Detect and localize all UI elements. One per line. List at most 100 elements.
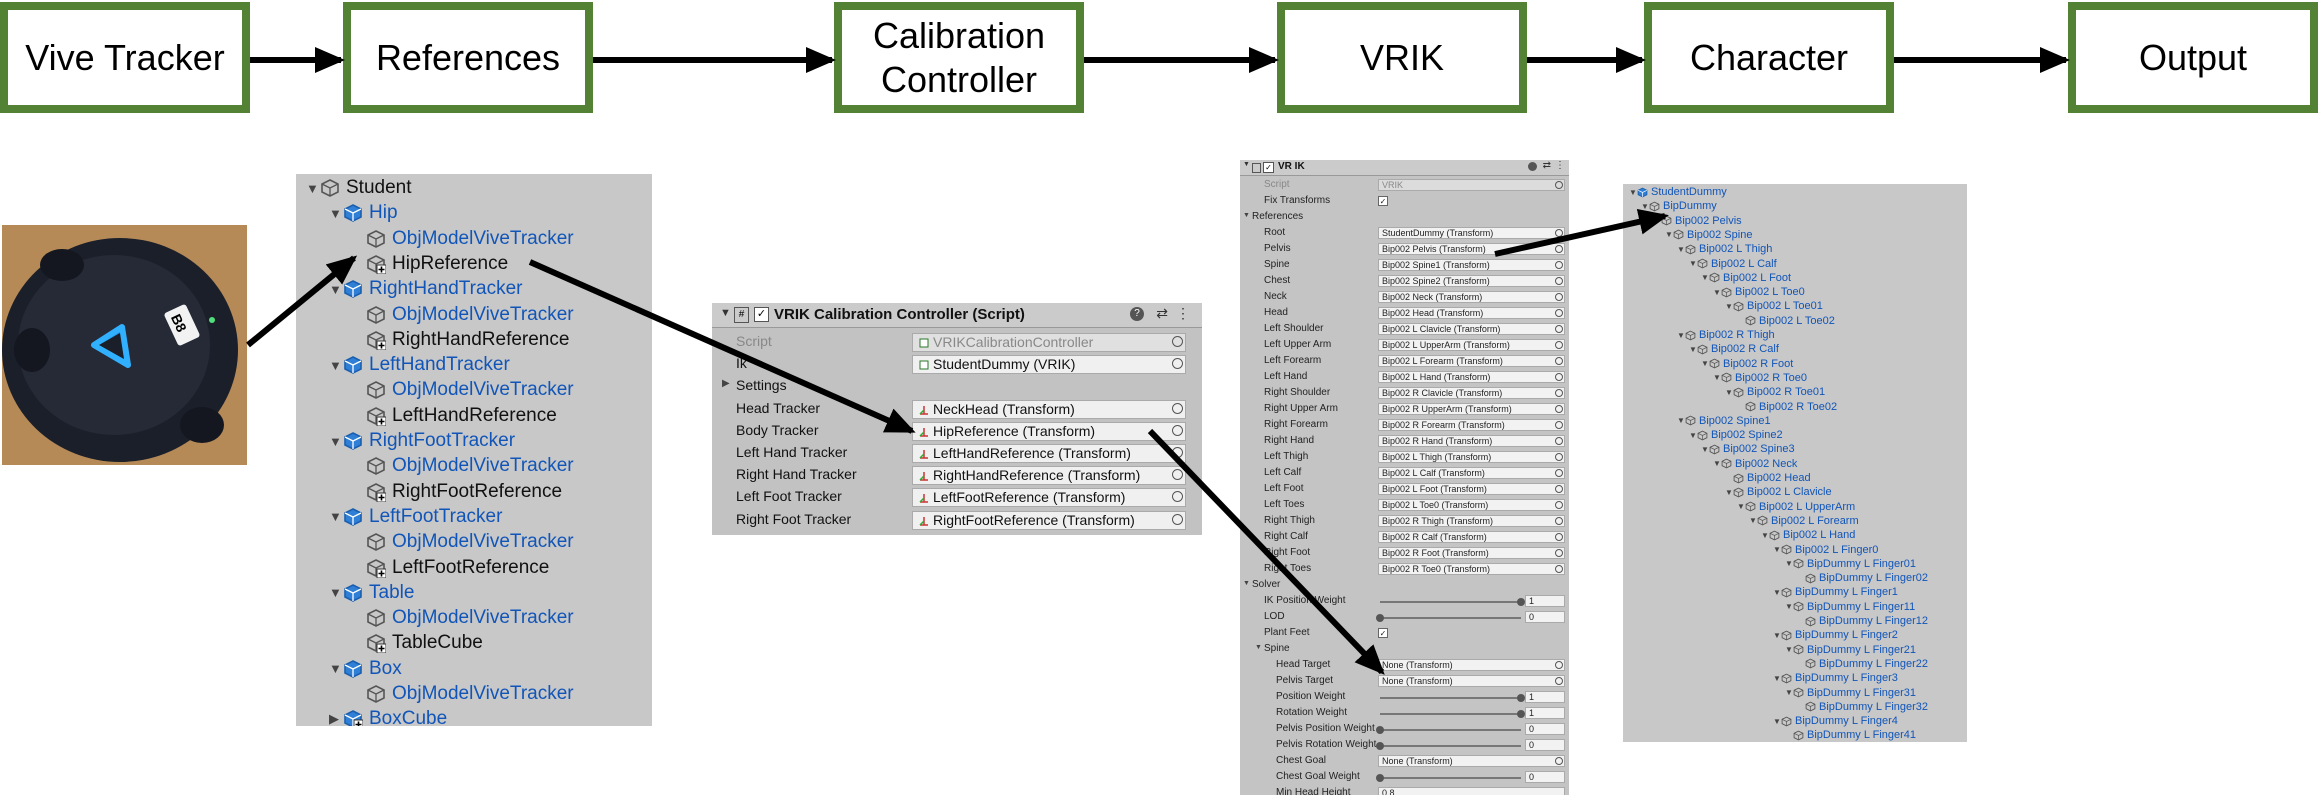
slider-track[interactable] [1376, 726, 1521, 734]
hierarchy-item[interactable]: HipReference [352, 253, 508, 275]
object-field[interactable]: StudentDummy (Transform) [1378, 227, 1565, 239]
foldout-arrow-icon[interactable]: ▼ [1243, 161, 1250, 168]
slider-thumb[interactable] [1517, 694, 1525, 702]
foldout-arrow-icon[interactable]: ▼ [1255, 644, 1262, 651]
object-field[interactable]: Bip002 R Clavicle (Transform) [1378, 387, 1565, 399]
vrik-component-header[interactable]: ▼ ✓ VR IK ⇄ ⋮ [1240, 160, 1569, 176]
object-picker-icon[interactable] [1555, 261, 1563, 269]
object-picker-icon[interactable] [1172, 491, 1183, 503]
skeleton-bone-item[interactable]: ▼BipDummy L Finger3 [1773, 672, 1898, 684]
component-header[interactable]: ▼ # ✓ VRIK Calibration Controller (Scrip… [712, 303, 1202, 328]
object-picker-icon[interactable] [1555, 325, 1563, 333]
skeleton-bone-item[interactable]: ▼Bip002 L Foot [1701, 272, 1791, 284]
object-picker-icon[interactable] [1555, 389, 1563, 397]
object-picker-icon[interactable] [1172, 402, 1183, 414]
expanded-triangle-icon[interactable]: ▼ [1701, 273, 1709, 283]
object-picker-icon[interactable] [1555, 405, 1563, 413]
skeleton-bone-item[interactable]: ▼BipDummy L Finger21 [1785, 644, 1916, 656]
object-picker-icon[interactable] [1555, 677, 1563, 685]
object-picker-icon[interactable] [1172, 447, 1183, 458]
object-picker-icon[interactable] [1555, 565, 1563, 573]
object-field[interactable]: Bip002 R UpperArm (Transform) [1378, 403, 1565, 415]
slider-track[interactable] [1376, 614, 1521, 622]
expanded-triangle-icon[interactable]: ▼ [1701, 359, 1709, 369]
slider-value-field[interactable]: 0 [1525, 739, 1565, 751]
skeleton-bone-item[interactable]: ▼Bip002 R Calf [1689, 343, 1779, 355]
preset-icon[interactable]: ⇄ [1156, 305, 1168, 321]
slider-value-field[interactable]: 0 [1525, 771, 1565, 783]
skeleton-bone-item[interactable]: ▼Bip002 Spine2 [1689, 429, 1783, 441]
object-picker-icon[interactable] [1555, 517, 1563, 525]
expanded-triangle-icon[interactable]: ▼ [329, 281, 342, 297]
slider-value-field[interactable]: 1 [1525, 691, 1565, 703]
expanded-triangle-icon[interactable]: ▼ [1677, 244, 1685, 254]
skeleton-bone-item[interactable]: Bip002 Head [1725, 472, 1811, 484]
expanded-triangle-icon[interactable]: ▼ [329, 433, 342, 449]
object-field[interactable]: VRIKCalibrationController [912, 333, 1186, 352]
skeleton-bone-item[interactable]: ▼BipDummy L Finger2 [1773, 629, 1898, 641]
skeleton-bone-item[interactable]: Bip002 R Toe02 [1737, 401, 1837, 413]
slider-track[interactable] [1380, 598, 1525, 606]
expanded-triangle-icon[interactable]: ▼ [1761, 530, 1769, 540]
expanded-triangle-icon[interactable]: ▼ [1713, 373, 1721, 383]
object-field[interactable]: Bip002 Pelvis (Transform) [1378, 243, 1565, 255]
object-field[interactable]: Bip002 R Toe0 (Transform) [1378, 563, 1565, 575]
object-field[interactable]: Bip002 L Forearm (Transform) [1378, 355, 1565, 367]
expanded-triangle-icon[interactable]: ▼ [1749, 516, 1757, 526]
slider-thumb[interactable] [1376, 774, 1384, 782]
object-picker-icon[interactable] [1172, 469, 1183, 481]
hierarchy-item[interactable]: ObjModelViveTracker [352, 304, 574, 326]
object-field[interactable]: Bip002 Neck (Transform) [1378, 291, 1565, 303]
object-field[interactable]: Bip002 Head (Transform) [1378, 307, 1565, 319]
expanded-triangle-icon[interactable]: ▼ [1713, 459, 1721, 469]
object-field[interactable]: Bip002 R Hand (Transform) [1378, 435, 1565, 447]
object-picker-icon[interactable] [1555, 533, 1563, 541]
skeleton-bone-item[interactable]: ▼Bip002 L UpperArm [1737, 501, 1855, 513]
slider-value-field[interactable]: 0 [1525, 611, 1565, 623]
object-field[interactable]: Bip002 L Hand (Transform) [1378, 371, 1565, 383]
expanded-triangle-icon[interactable]: ▼ [329, 205, 342, 221]
hierarchy-item[interactable]: TableCube [352, 632, 483, 654]
object-field[interactable]: VRIK [1378, 179, 1565, 191]
skeleton-bone-item[interactable]: ▼Bip002 L Toe0 [1713, 286, 1805, 298]
object-field[interactable]: Bip002 R Foot (Transform) [1378, 547, 1565, 559]
object-field[interactable]: NeckHead (Transform) [912, 399, 1186, 419]
skeleton-bone-item[interactable]: ▼BipDummy L Finger31 [1785, 687, 1916, 699]
slider-thumb[interactable] [1517, 710, 1525, 718]
object-picker-icon[interactable] [1555, 757, 1563, 765]
slider-track[interactable] [1380, 710, 1525, 718]
hierarchy-item[interactable]: ObjModelViveTracker [352, 379, 574, 401]
expanded-triangle-icon[interactable]: ▼ [1773, 587, 1781, 597]
hierarchy-item[interactable]: ▶BoxCube [329, 708, 447, 726]
object-field[interactable]: Bip002 R Calf (Transform) [1378, 531, 1565, 543]
skeleton-bone-item[interactable]: ▼Bip002 Pelvis [1653, 215, 1742, 227]
skeleton-bone-item[interactable]: ▼Bip002 R Foot [1701, 358, 1793, 370]
object-field[interactable]: Bip002 R Thigh (Transform) [1378, 515, 1565, 527]
expanded-triangle-icon[interactable]: ▼ [1713, 287, 1721, 297]
skeleton-bone-item[interactable]: ▼Bip002 L Thigh [1677, 243, 1772, 255]
expanded-triangle-icon[interactable]: ▼ [1773, 545, 1781, 554]
object-field[interactable]: 0.8 [1378, 787, 1565, 795]
object-picker-icon[interactable] [1172, 358, 1183, 370]
expanded-triangle-icon[interactable]: ▼ [1785, 559, 1793, 569]
skeleton-bone-item[interactable]: ▼BipDummy L Finger4 [1773, 715, 1898, 727]
object-field[interactable]: HipReference (Transform) [912, 421, 1186, 441]
object-picker-icon[interactable] [1555, 293, 1563, 301]
skeleton-bone-item[interactable]: ▼Bip002 Neck [1713, 458, 1797, 470]
object-picker-icon[interactable] [1555, 549, 1563, 557]
checkbox[interactable]: ✓ [1378, 196, 1388, 206]
hierarchy-item[interactable]: RightHandReference [352, 329, 569, 351]
object-field[interactable]: RightFootReference (Transform) [912, 510, 1186, 530]
skeleton-bone-item[interactable]: ▼Bip002 L Forearm [1749, 515, 1859, 527]
expanded-triangle-icon[interactable]: ▼ [306, 180, 319, 196]
object-field[interactable]: Bip002 L UpperArm (Transform) [1378, 339, 1565, 351]
slider-value-field[interactable]: 1 [1525, 595, 1565, 607]
foldout-arrow-icon[interactable]: ▼ [1243, 212, 1250, 219]
object-field[interactable]: Bip002 L Thigh (Transform) [1378, 451, 1565, 463]
slider-thumb[interactable] [1376, 742, 1384, 750]
object-picker-icon[interactable] [1555, 341, 1563, 349]
expanded-triangle-icon[interactable]: ▼ [1725, 387, 1733, 397]
hierarchy-item[interactable]: ObjModelViveTracker [352, 228, 574, 250]
checkbox[interactable]: ✓ [1378, 628, 1388, 638]
object-field[interactable]: Bip002 L Calf (Transform) [1378, 467, 1565, 479]
